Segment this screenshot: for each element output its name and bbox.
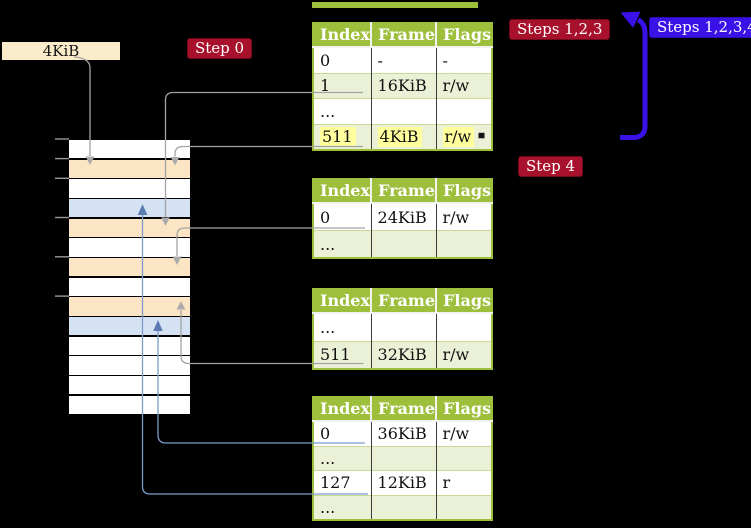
table-row-highlighted: 511 4KiB r/w — [313, 123, 493, 150]
memory-frame-row — [69, 179, 190, 198]
table-row: 0 - - — [313, 46, 493, 73]
cropped-table-edge — [312, 2, 478, 8]
highlighted-cell: 4KiB — [377, 127, 422, 148]
column-header: Index — [313, 179, 373, 204]
memory-frame-row — [69, 336, 190, 355]
table-row: 0 24KiB r/w — [313, 202, 493, 231]
column-header: Index — [313, 397, 373, 422]
column-header: Flags — [436, 397, 493, 422]
table-row: 0 36KiB r/w — [313, 420, 493, 446]
table-row: ... — [313, 230, 493, 258]
memory-frame-row — [69, 199, 190, 218]
page-table-2: Index Frame Flags 0 24KiB r/w ... — [312, 178, 494, 259]
table-row: ... — [313, 98, 493, 124]
memory-frame-row — [69, 218, 190, 237]
highlighted-cell: 511 — [320, 127, 356, 148]
column-header: Frame — [371, 289, 438, 314]
column-header: Frame — [371, 179, 438, 204]
frame-size-label: 4KiB — [2, 42, 120, 60]
steps-123-badge: Steps 1,2,3 — [509, 19, 611, 40]
table-row: ... — [313, 445, 493, 471]
column-header: Frame — [371, 23, 438, 48]
memory-frame-row — [69, 140, 190, 159]
table-row: ... — [313, 494, 493, 520]
step0-badge: Step 0 — [187, 38, 253, 59]
step4-badge: Step 4 — [518, 156, 584, 177]
table-row: 511 32KiB r/w — [313, 340, 493, 369]
memory-frame-row — [69, 395, 190, 414]
column-header: Frame — [371, 397, 438, 422]
physical-memory-column — [69, 140, 190, 414]
memory-frame-row — [69, 238, 190, 257]
memory-frame-row — [69, 356, 190, 375]
table-row: ... — [313, 312, 493, 341]
column-header: Flags — [436, 289, 493, 314]
column-header: Index — [313, 23, 373, 48]
memory-frame-row — [69, 277, 190, 296]
page-table-4: Index Frame Flags 0 36KiB r/w ... 127 12… — [312, 396, 494, 521]
recursive-loop-arrowhead — [620, 11, 641, 28]
table-row: 1 16KiB r/w — [313, 72, 493, 99]
memory-frame-row — [69, 297, 190, 316]
page-table-3: Index Frame Flags ... 511 32KiB r/w — [312, 288, 494, 370]
column-header: Index — [313, 289, 373, 314]
highlighted-cell: r/w — [442, 127, 475, 148]
recursive-loop-arrow — [620, 17, 648, 140]
steps-1234-badge: Steps 1,2,3,4 — [649, 17, 751, 38]
column-header: Flags — [436, 23, 493, 48]
memory-frame-row — [69, 317, 190, 336]
memory-frame-row — [69, 376, 190, 395]
table-row: 127 12KiB r — [313, 470, 493, 495]
column-header: Flags — [436, 179, 493, 204]
memory-frame-row — [69, 159, 190, 178]
page-table-1: Index Frame Flags 0 - - 1 16KiB r/w ... … — [312, 22, 494, 151]
memory-tick-marks — [55, 138, 69, 297]
memory-frame-row — [69, 258, 190, 277]
